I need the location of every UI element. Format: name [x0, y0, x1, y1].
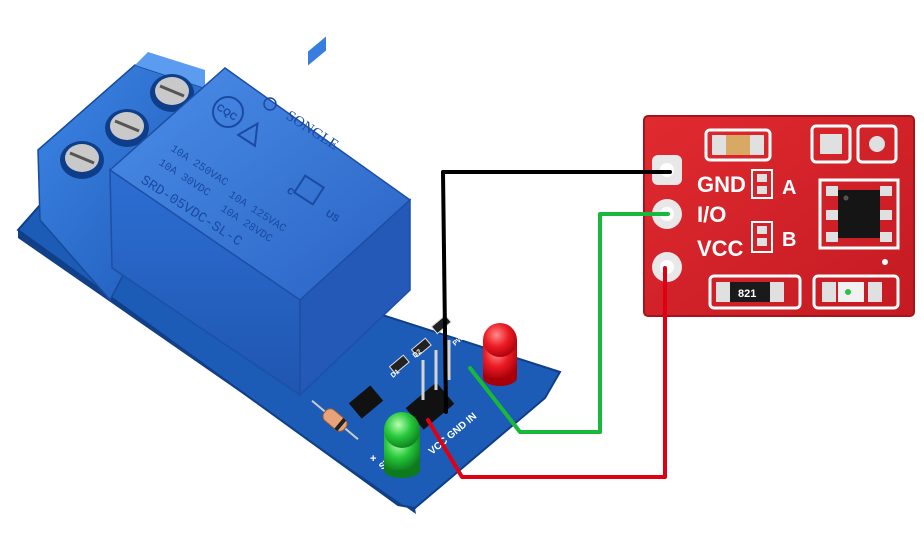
- pcb-dot: [882, 259, 888, 265]
- d2-label: D2: [412, 348, 423, 359]
- jumper-pads-a: [751, 169, 773, 199]
- terminal-screw-1: [150, 74, 194, 112]
- capacitor: [704, 128, 772, 162]
- transistor: [348, 385, 384, 419]
- touch-pad-1: [810, 124, 852, 164]
- wire-black-gnd: [441, 170, 672, 414]
- d1-label: D1: [390, 368, 401, 379]
- resistor-d1: [388, 354, 410, 375]
- green-led: [384, 412, 420, 478]
- wire-green-io: [468, 212, 670, 434]
- gnd-label: GND: [697, 172, 746, 197]
- resistor-pwr: [430, 314, 452, 335]
- pin-vcc: [652, 252, 682, 282]
- a-label: A: [782, 177, 796, 199]
- indicator-led: [812, 274, 900, 310]
- resistor-d2: [410, 337, 432, 358]
- io-label: I/O: [697, 202, 726, 227]
- diode: [311, 399, 359, 441]
- plus-mark: +: [370, 453, 376, 465]
- header-pins: [405, 340, 455, 430]
- wires: [426, 170, 672, 479]
- b-label: B: [782, 229, 796, 251]
- relay-body: [108, 36, 412, 397]
- relay-module: CQC SONGLE 10A 250VAC 10A 30VDC 10A 125V…: [16, 36, 562, 514]
- resistor-code: 821: [738, 288, 756, 300]
- touch-sensor-module: GND I/O VCC A B: [643, 115, 915, 317]
- resistor-821: 821: [708, 274, 802, 310]
- jumper-pads-b: [751, 221, 773, 253]
- terminal-screw-3: [60, 141, 104, 179]
- vcc-label: VCC: [697, 236, 744, 261]
- wire-red-vcc: [426, 266, 667, 479]
- touch-pad-2: [856, 124, 898, 164]
- red-led: [483, 323, 517, 386]
- ttp223-ic: [818, 178, 900, 250]
- terminal-screw-2: [105, 109, 149, 147]
